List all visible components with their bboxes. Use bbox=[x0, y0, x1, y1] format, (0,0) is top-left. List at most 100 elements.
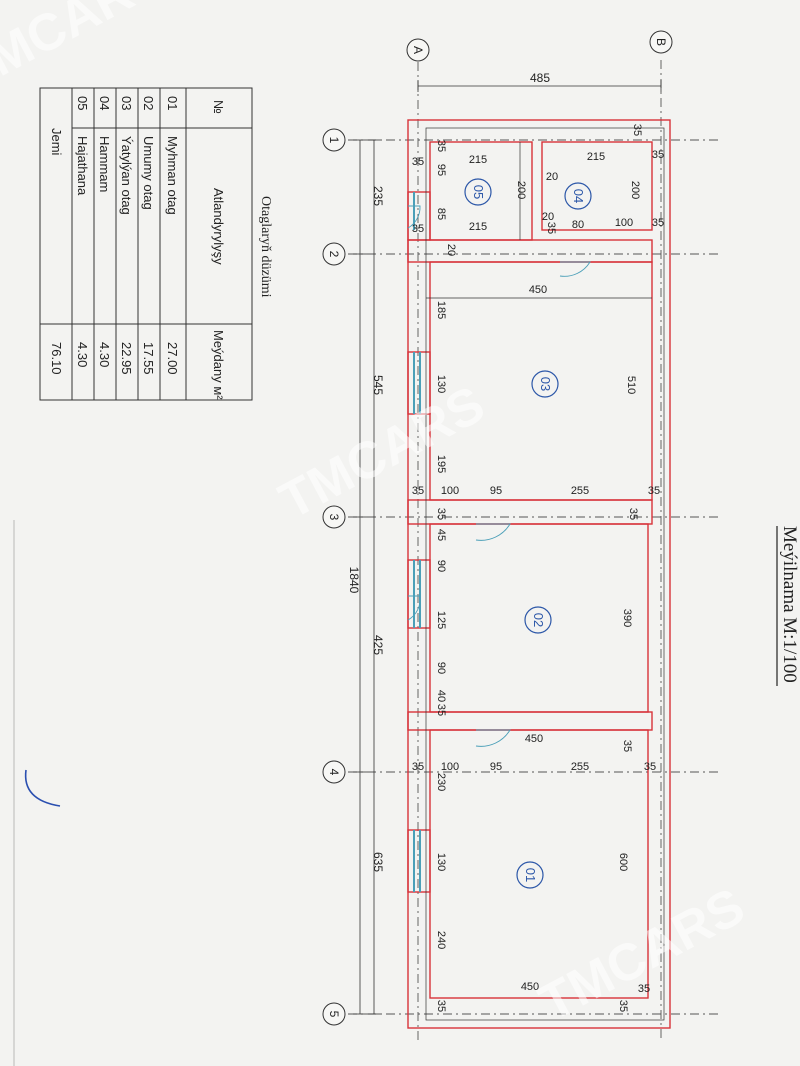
dim-35-a: 35 bbox=[435, 140, 447, 152]
grid-label-1: 1 bbox=[327, 137, 341, 144]
wall-inner-lines bbox=[425, 127, 665, 1021]
dim-100-b: 100 bbox=[441, 485, 459, 497]
grid-label-2: 2 bbox=[327, 251, 341, 258]
dim-35-m: 35 bbox=[621, 740, 633, 752]
table-total-label: Jemi bbox=[49, 128, 64, 156]
dim-100-c: 100 bbox=[441, 761, 459, 773]
table-row-no: 02 bbox=[141, 96, 156, 110]
dim-seg-545: 545 bbox=[371, 375, 385, 395]
table-row-name: Hammam bbox=[97, 136, 112, 192]
dim-20-c: 20 bbox=[542, 211, 554, 223]
dim-510: 510 bbox=[625, 376, 637, 394]
dim-450-a: 450 bbox=[529, 284, 547, 296]
dim-255-a: 255 bbox=[571, 485, 589, 497]
dim-45: 45 bbox=[435, 529, 447, 541]
table-row-area: 27.00 bbox=[165, 342, 180, 375]
table-row-name: Ýatylýan otag bbox=[119, 136, 134, 215]
dimension-lines bbox=[353, 80, 662, 1015]
dim-90-a: 90 bbox=[435, 560, 447, 572]
dim-35-c: 35 bbox=[412, 223, 424, 235]
dim-215-a: 215 bbox=[469, 154, 487, 166]
dim-35-b: 35 bbox=[412, 156, 424, 168]
walls bbox=[407, 119, 671, 1029]
dim-255-b: 255 bbox=[571, 761, 589, 773]
table-title: Otaglaryň düzümi bbox=[258, 196, 273, 298]
dim-130-b: 130 bbox=[435, 853, 447, 871]
grid-label-A: A bbox=[411, 46, 425, 54]
table-row-area: 4.30 bbox=[97, 342, 112, 367]
dim-600: 600 bbox=[617, 853, 629, 871]
dim-80: 80 bbox=[572, 219, 584, 231]
dim-35-l: 35 bbox=[435, 704, 447, 716]
rooms-table: № Atlandyrylyşy Meýdany м² 01 Myhman ota… bbox=[39, 87, 253, 401]
dim-35-n: 35 bbox=[412, 761, 424, 773]
dim-35-k: 35 bbox=[627, 508, 639, 520]
dim-35-r: 35 bbox=[617, 1000, 629, 1012]
dim-40: 40 bbox=[435, 690, 447, 702]
table-row-name: Myhman otag bbox=[165, 136, 180, 215]
dim-215-c: 215 bbox=[587, 151, 605, 163]
table-row-area: 22.95 bbox=[119, 342, 134, 375]
room-tag-01: 01 bbox=[523, 868, 538, 882]
dim-35-e: 35 bbox=[652, 149, 664, 161]
dim-20-b: 20 bbox=[546, 171, 558, 183]
dim-125: 125 bbox=[435, 611, 447, 629]
dim-230: 230 bbox=[435, 773, 447, 791]
dim-95-b: 95 bbox=[490, 485, 502, 497]
table-header-no: № bbox=[211, 100, 226, 114]
room-tag-05: 05 bbox=[471, 185, 486, 199]
room-tag-02: 02 bbox=[531, 613, 546, 627]
dim-195: 195 bbox=[435, 455, 447, 473]
dim-seg-235: 235 bbox=[371, 186, 385, 206]
dim-450-b: 450 bbox=[525, 733, 543, 745]
table-row-area: 4.30 bbox=[75, 342, 90, 367]
dim-90-b: 90 bbox=[435, 662, 447, 674]
table-row-area: 17.55 bbox=[141, 342, 156, 375]
table-row-name: Umumy otag bbox=[141, 136, 156, 210]
dim-200-b: 200 bbox=[629, 181, 641, 199]
dim-130-a: 130 bbox=[435, 375, 447, 393]
dim-35-j: 35 bbox=[435, 508, 447, 520]
dim-35-d: 35 bbox=[631, 124, 643, 136]
dim-185: 185 bbox=[435, 301, 447, 319]
dim-35-f: 35 bbox=[545, 222, 557, 234]
dim-35-g: 35 bbox=[652, 217, 664, 229]
table-row-no: 04 bbox=[97, 96, 112, 110]
grid-label-4: 4 bbox=[327, 769, 341, 776]
dim-200-a: 200 bbox=[515, 181, 527, 199]
dim-seg-635: 635 bbox=[371, 852, 385, 872]
dim-85: 85 bbox=[435, 208, 447, 220]
room-tag-04: 04 bbox=[571, 189, 586, 203]
pen-mark bbox=[24, 769, 61, 807]
dim-35-o: 35 bbox=[644, 761, 656, 773]
dim-total: 1840 bbox=[347, 567, 361, 594]
grid-label-3: 3 bbox=[327, 514, 341, 521]
dim-215-b: 215 bbox=[469, 221, 487, 233]
dim-240: 240 bbox=[435, 931, 447, 949]
door-swings bbox=[407, 205, 591, 747]
table-header-area: Meýdany м² bbox=[211, 330, 226, 400]
table-row-no: 03 bbox=[119, 96, 134, 110]
table-row-name: Hajathana bbox=[75, 136, 90, 196]
dim-20-a: 20 bbox=[445, 244, 457, 256]
dim-35-p: 35 bbox=[638, 983, 650, 995]
room-tag-03: 03 bbox=[538, 377, 553, 391]
dim-seg-425: 425 bbox=[371, 635, 385, 655]
dim-35-i: 35 bbox=[648, 485, 660, 497]
dim-95-a: 95 bbox=[435, 164, 447, 176]
grid-axes bbox=[348, 60, 720, 1040]
dim-100-a: 100 bbox=[615, 217, 633, 229]
table-row-no: 01 bbox=[165, 96, 180, 110]
dim-width-485: 485 bbox=[530, 71, 550, 85]
table-row-no: 05 bbox=[75, 96, 90, 110]
grid-bubbles bbox=[322, 30, 673, 1026]
dim-35-h: 35 bbox=[412, 485, 424, 497]
room-tags bbox=[464, 178, 592, 889]
drawing-title: Meýilnama M:1/100 bbox=[779, 526, 800, 683]
dim-390: 390 bbox=[621, 609, 633, 627]
dim-95-c: 95 bbox=[490, 761, 502, 773]
table-total-value: 76.10 bbox=[49, 342, 64, 375]
dim-450-c: 450 bbox=[521, 981, 539, 993]
